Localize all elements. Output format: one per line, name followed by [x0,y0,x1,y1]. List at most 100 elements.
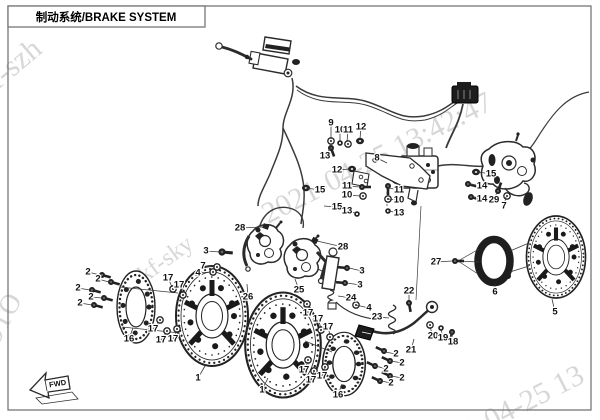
part-number-label: 17 [303,308,314,319]
part-number-label: 15 [486,169,497,180]
title-box: 制动系统/BRAKE SYSTEM [7,5,206,28]
callout-leader-line [197,365,206,379]
callout-leader-line [390,375,403,379]
callout-leader-line [346,282,361,286]
callout-leader-line [450,332,454,343]
part-number-label: 6 [492,287,497,298]
part-number-label: 11 [342,181,353,192]
part-number-label: 18 [448,337,459,348]
hose-clamp [310,236,319,245]
part-number-label: 2 [88,292,93,303]
part-number-label: 17 [148,324,159,335]
watermark-text: 2021-04-25 13 [416,358,589,420]
part-number-label: 13 [320,151,331,162]
part-number-label: 8 [374,153,379,164]
callout-leader-line [429,326,434,337]
part-number-label: 2 [85,267,90,278]
callout-leader-line [435,260,453,263]
callout-leader-line [261,377,269,391]
callout-leader-line [90,296,103,299]
electrical-connector [451,82,479,104]
callout-leader-line [97,278,110,283]
callout-leader-line [410,338,415,351]
callout-leader-line [440,328,444,339]
callout-leader-line [337,295,352,299]
callout-leader-line [323,205,338,208]
callout-leader-line [167,277,173,288]
part-number-label: 3 [357,280,362,291]
part-number-label: 9 [328,118,333,129]
callout-leader-line [472,196,483,200]
part-number-label: 4 [195,268,201,279]
part-number-label: 2 [399,373,404,384]
part-number-label: 1 [259,385,265,396]
part-number-label: 2 [388,378,393,389]
part-number-label: 17 [168,334,179,345]
hose-clamp [262,223,270,230]
callout-leader-line [152,321,160,330]
part-number-label: 7 [200,261,205,272]
part-number-label: 15 [332,202,343,213]
part-number-label: 16 [124,334,135,345]
part-number-label: 7 [501,201,506,212]
part-number-label: 1 [195,373,201,384]
callout-leader-line [503,196,507,207]
part-number-label: 3 [203,246,208,257]
callout-leader-line [346,185,361,188]
callout-leader-line [310,371,315,381]
caliper-bracket-left [242,235,251,272]
callout-leader-line [178,284,184,294]
callout-leader-line [348,267,363,272]
part-number-label: 29 [489,195,500,206]
page-title: 制动系统/BRAKE SYSTEM [36,10,177,24]
callout-leader-line [172,330,178,340]
part-number-label: 17 [174,280,185,291]
part-number-label: 11 [343,125,354,136]
callout-leader-line [160,332,167,341]
part-number-label: 2 [393,349,398,360]
callout-leader-line [306,305,309,314]
part-number-label: 2 [75,283,80,294]
callout-leader-line [390,360,403,364]
brake-disc-front-left [176,266,248,366]
callout-leader-line [294,278,300,291]
watermark-text: CFMOTO [0,288,29,405]
callout-leader-line [380,380,392,384]
callout-leader-line [346,210,356,214]
callout-leader-line [477,171,492,175]
part-number-label: 17 [306,375,317,386]
callout-leader-line [346,129,349,143]
part-number-label: 5 [552,307,558,318]
callout-leader-line [79,302,93,306]
part-number-label: 4 [366,303,372,314]
callout-leader-line [205,250,221,253]
callout-leader-line [327,326,331,336]
part-number-label: 27 [431,257,442,268]
part-number-label: 14 [477,194,488,205]
callout-leader-line [305,187,321,191]
callout-leader-line [387,210,400,214]
part-number-label: 2 [77,298,82,309]
brake-disc-rear [526,216,585,298]
part-number-label: 10 [335,125,346,136]
callout-leader-line [384,351,397,355]
callout-leader-line [87,271,101,276]
part-number-label: 2 [399,358,404,369]
callout-leader-line [355,304,370,309]
brake-pedal [354,300,439,341]
part-number-label: 12 [356,122,367,133]
callout-leader-line [316,240,344,248]
mounting-bracket [351,152,431,208]
part-number-label: 17 [323,322,334,333]
callout-leader-line [359,126,362,140]
callout-leader-line [336,168,351,171]
callout-leader-line [387,198,400,201]
front-master-cylinder [215,36,300,78]
adapter-ring [474,235,514,287]
part-number-label: 12 [332,165,343,176]
brake-hoses [257,77,590,301]
callout-leader-line [303,361,309,371]
callout-leader-line [493,191,498,201]
rear-master-cylinder [321,247,381,321]
callout-leader-line [321,367,326,377]
